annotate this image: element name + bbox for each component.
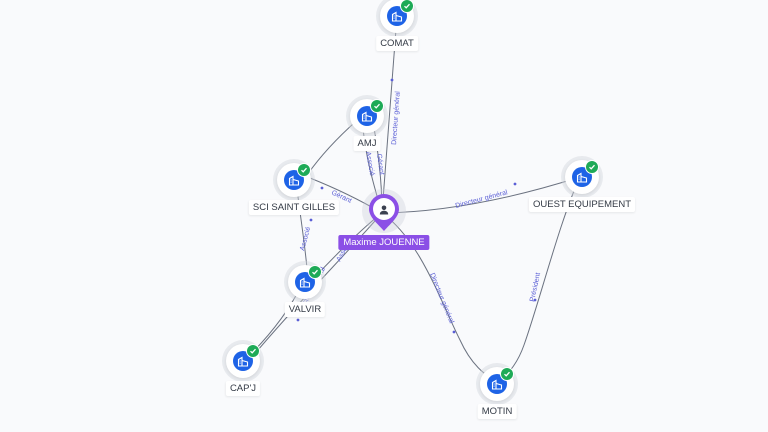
edge-label-ouest: Directeur général <box>455 189 509 210</box>
company-label: OUEST EQUIPEMENT <box>528 197 636 212</box>
person-icon <box>378 203 390 221</box>
verified-check-icon <box>370 99 384 113</box>
edge-capj <box>251 212 383 358</box>
edge-arrow <box>452 330 456 334</box>
edge-arrow <box>533 298 537 302</box>
edge-arrow <box>320 186 324 190</box>
edge-arrow <box>296 318 300 322</box>
verified-check-icon <box>585 160 599 174</box>
edge-arrow <box>309 218 313 222</box>
edge-label-amj-gerant: Gérant <box>375 153 385 175</box>
company-label: COMAT <box>376 36 418 51</box>
verified-check-icon <box>308 265 322 279</box>
company-label: VALVIR <box>284 302 326 317</box>
edge-label-comat: Directeur général <box>391 91 402 145</box>
company-label: SCI SAINT GILLES <box>248 200 340 215</box>
edge-label-sci-valvir: Associé <box>299 226 312 252</box>
verified-check-icon <box>246 344 260 358</box>
company-label: CAP'J <box>225 381 261 396</box>
verified-check-icon <box>297 163 311 177</box>
edge-arrow <box>390 78 394 82</box>
edge-arrow <box>513 182 517 186</box>
company-label: AMJ <box>353 136 381 151</box>
company-label: MOTIN <box>477 404 517 419</box>
person-name-label: Maxime JOUENNE <box>338 235 430 250</box>
edge-label-ouest-motin: Président <box>529 272 542 302</box>
verified-check-icon <box>500 367 514 381</box>
edge-label-amj-associe: Associé <box>364 151 375 176</box>
edge-label-motin: Directeur général <box>428 272 455 325</box>
edge-ouest <box>381 176 581 214</box>
verified-check-icon <box>400 0 414 13</box>
